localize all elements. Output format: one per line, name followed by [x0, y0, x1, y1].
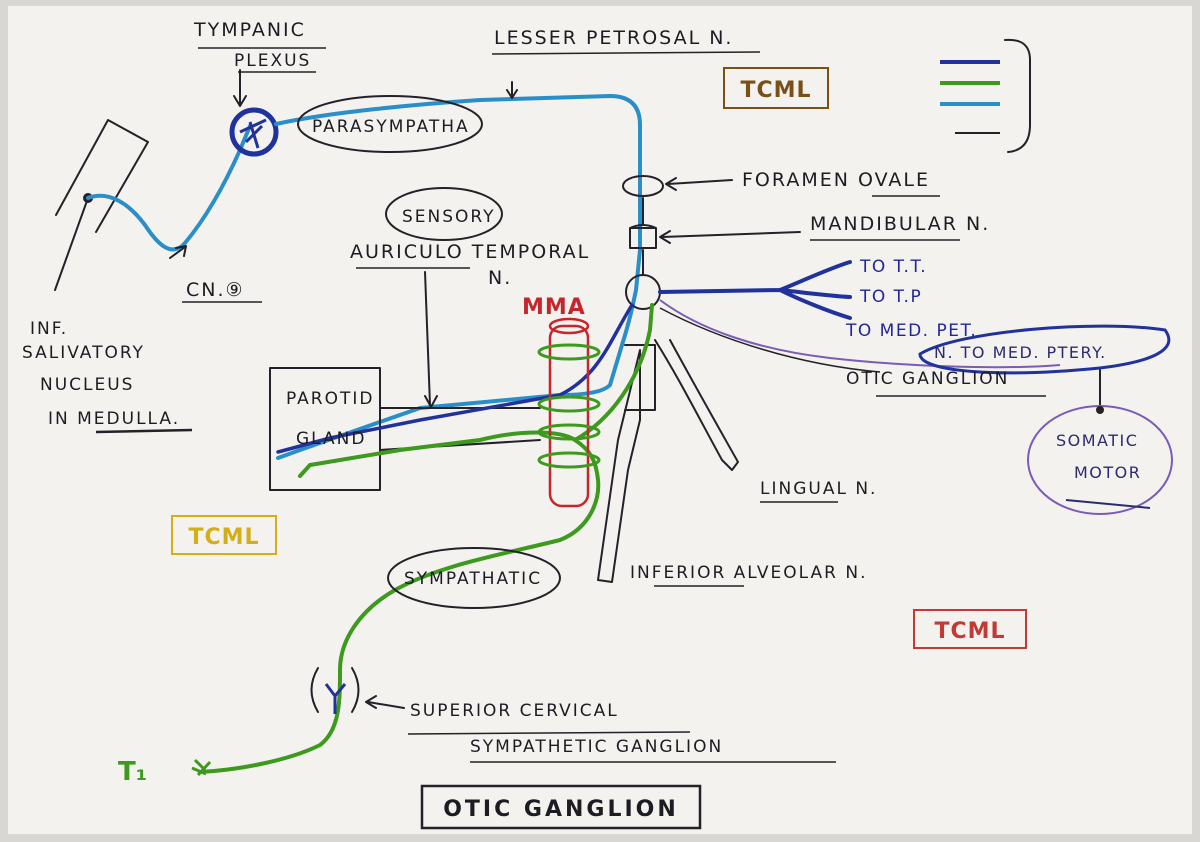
label-parotid: PAROTID [286, 389, 374, 409]
motor-branches [658, 260, 852, 320]
color-legend [940, 38, 1031, 153]
label-to-tt: TO T.T. [859, 257, 927, 277]
lingual-branch [654, 339, 739, 471]
cn9-arrow [169, 245, 187, 259]
label-inf: INF. [30, 319, 68, 339]
sympathatic-circle [387, 547, 561, 609]
label-in-medulla: IN MEDULLA. [48, 409, 180, 429]
label-cn9: CN.⑨ [186, 279, 245, 301]
n-to-med-ptery-line [659, 299, 1061, 369]
n-to-med-ptery-circle [918, 324, 1171, 375]
branch-stem [624, 344, 656, 411]
mma-green-loops [537, 343, 601, 469]
leader-lines [169, 69, 1101, 709]
ganglion-y-mark [324, 683, 347, 714]
label-sympathatic: SYMPATHATIC [404, 569, 542, 589]
tcml-top-box [723, 67, 829, 109]
foramen-ovale-shape [622, 175, 664, 197]
mma-vessel [548, 324, 590, 508]
label-sensory: SENSORY [402, 207, 496, 227]
plexus-scribble [239, 118, 267, 149]
label-to-med-pet: TO MED. PET. [845, 321, 977, 341]
label-tympanic: TYMPANIC [193, 19, 306, 41]
title-box [420, 784, 702, 830]
label-mandibular: MANDIBULAR N. [810, 213, 990, 235]
parasympatha-circle [297, 95, 483, 153]
tcml-right: TCML [934, 619, 1005, 644]
label-t1: T₁ [118, 757, 147, 787]
superior-cervical-arrow [365, 695, 405, 709]
medulla-pointer [54, 197, 89, 291]
label-mma: MMA [522, 295, 586, 320]
foramen-ovale-arrow [665, 177, 733, 191]
mandibular-trunk [597, 175, 739, 583]
label-nucleus: NUCLEUS [40, 375, 134, 395]
superior-cervical-ganglion [310, 667, 360, 714]
tcml-left: TCML [188, 525, 259, 550]
tcml-top: TCML [740, 78, 811, 103]
sensory-circle [385, 187, 503, 241]
label-somatic: SOMATIC [1056, 431, 1138, 450]
label-salivatory: SALIVATORY [22, 343, 145, 363]
somatic-dot [1096, 406, 1104, 414]
plexus-arrow [233, 69, 247, 107]
lesser-petrosal-arrow [506, 81, 518, 99]
label-gland: GLAND [296, 429, 366, 449]
t1-root-mark [191, 758, 212, 777]
mma-vessel-top [548, 317, 590, 335]
label-lingual: LINGUAL N. [760, 479, 877, 499]
cn9-nerve [86, 124, 252, 252]
label-n-to-med-ptery: N. TO MED. PTERY. [934, 343, 1107, 362]
tcml-right-box [913, 609, 1027, 649]
diagram-title: OTIC GANGLION [443, 797, 679, 822]
ganglion-right-bracket [351, 667, 360, 713]
label-otic-ganglion-side: OTIC GANGLION [846, 369, 1009, 389]
tcml-left-box [171, 515, 277, 555]
label-foramen-ovale: FORAMEN OVALE [742, 169, 930, 191]
auriculotemporal-arrow [424, 271, 438, 408]
inferior-alveolar-branch [597, 349, 641, 583]
label-auriculo-temporal: AURICULO TEMPORAL [350, 241, 590, 263]
label-parasympatha: PARASYMPATHA [312, 117, 470, 137]
otic-ganglion-pointer [659, 307, 881, 373]
label-to-tp: TO T.P [859, 287, 922, 307]
lesser-petrosal-nerve [274, 94, 642, 460]
auriculotemporal-nerve [276, 303, 634, 454]
label-motor: MOTOR [1074, 463, 1141, 482]
medulla-box [55, 119, 149, 233]
label-plexus: PLEXUS [234, 51, 311, 71]
label-sympathetic-ganglion: SYMPATHETIC GANGLION [470, 737, 723, 757]
label-auriculo-temporal-n: N. [488, 267, 512, 289]
label-lesser-petrosal: LESSER PETROSAL N. [494, 27, 733, 49]
label-superior-cervical: SUPERIOR CERVICAL [410, 701, 619, 721]
mandibular-arrow [659, 230, 801, 244]
label-inferior-alveolar: INFERIOR ALVEOLAR N. [630, 563, 867, 583]
tympanic-plexus-knot [229, 107, 279, 157]
legend-bracket [1004, 38, 1031, 153]
ganglion-left-bracket [310, 667, 319, 713]
